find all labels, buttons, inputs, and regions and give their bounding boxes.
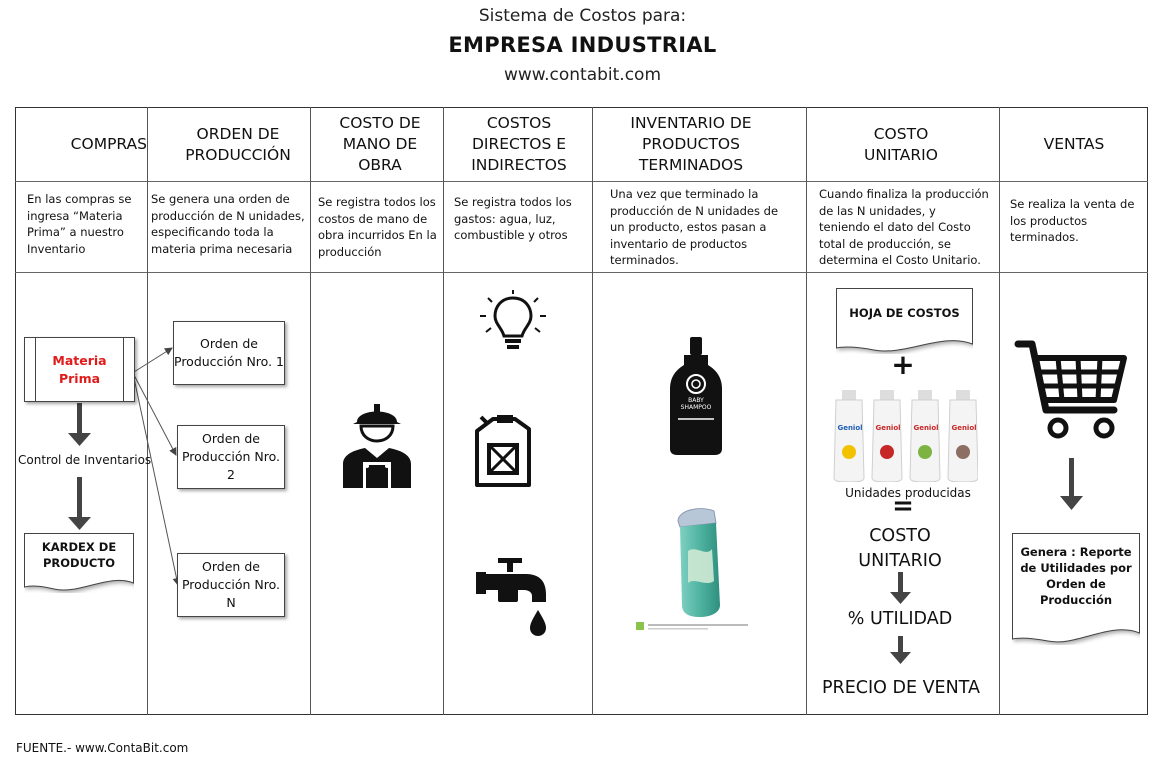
reporte-utilidades-document: Genera : Reporte de Utilidades por Orden… (1012, 533, 1140, 645)
baby-shampoo-label: BABY SHAMPOO (676, 397, 716, 411)
orden-produccion-n-label: Orden de Producción Nro. N (178, 558, 284, 612)
shopping-cart-icon (1018, 340, 1126, 440)
fuel-can-icon (471, 415, 535, 489)
geniol-brand-2: Geniol (871, 424, 905, 432)
product-label-strip (636, 620, 756, 632)
green-shampoo-bottle-icon (670, 505, 726, 617)
reporte-utilidades-label: Genera : Reporte de Utilidades por Orden… (1012, 533, 1140, 608)
orden-produccion-n: Orden de Producción Nro. N (177, 553, 285, 617)
orden-produccion-1-label: Orden de Producción Nro. 1 (174, 335, 284, 371)
geniol-brand-4: Geniol (947, 424, 981, 432)
geniol-bottles-icon (832, 390, 978, 482)
water-tap-icon (476, 558, 548, 636)
costo-unitario-label: COSTO UNITARIO (840, 524, 960, 574)
kardex-document: KARDEX DE PRODUCTO (24, 533, 134, 593)
control-inventarios-label: Control de Inventarios (18, 453, 151, 467)
kardex-label: KARDEX DE PRODUCTO (24, 533, 134, 571)
geniol-bottles: Geniol Geniol Geniol Geniol (832, 390, 978, 482)
utilidad-label: % UTILIDAD (830, 609, 970, 629)
materia-prima-label: Materia Prima (50, 352, 110, 388)
equals-sign: = (880, 493, 926, 519)
worker-icon (337, 400, 417, 490)
orden-produccion-2-label: Orden de Producción Nro. 2 (178, 430, 284, 484)
materia-prima-box: Materia Prima (24, 337, 135, 402)
footer-source: FUENTE.- www.ContaBit.com (16, 741, 188, 755)
orden-produccion-1: Orden de Producción Nro. 1 (173, 321, 285, 385)
plus-sign: + (880, 348, 926, 381)
geniol-brand-1: Geniol (833, 424, 867, 432)
baby-shampoo-bottle-icon (668, 337, 724, 455)
precio-de-venta-label: PRECIO DE VENTA (815, 678, 987, 698)
lightbulb-icon (480, 290, 546, 352)
orden-produccion-2: Orden de Producción Nro. 2 (177, 425, 285, 489)
hoja-de-costos-label: HOJA DE COSTOS (836, 288, 973, 321)
hoja-de-costos-document: HOJA DE COSTOS (836, 288, 973, 354)
geniol-brand-3: Geniol (909, 424, 943, 432)
